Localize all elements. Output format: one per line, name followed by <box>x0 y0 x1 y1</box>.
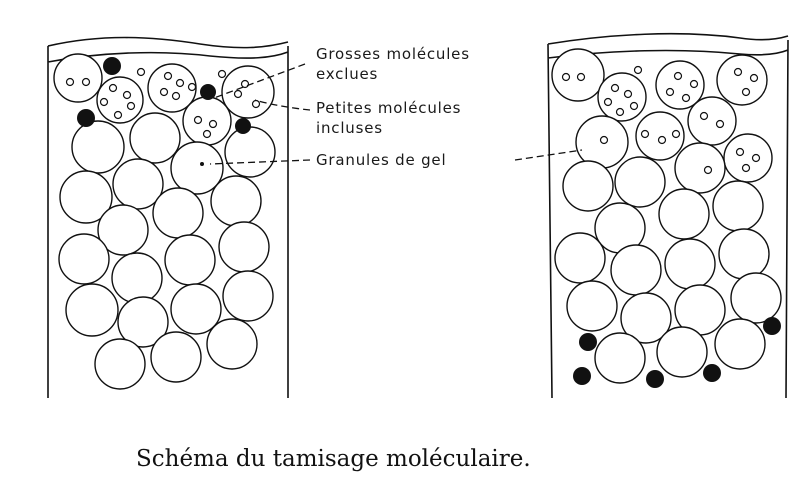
gel-bead <box>130 113 180 163</box>
small-molecule <box>705 167 712 174</box>
gel-bead <box>72 121 124 173</box>
small-molecule <box>204 131 211 138</box>
small-molecule <box>683 95 690 102</box>
gel-bead <box>563 161 613 211</box>
gel-bead <box>611 245 661 295</box>
large-molecule <box>200 84 216 100</box>
small-molecule <box>578 74 585 81</box>
label-large-molecules-line2: exclues <box>316 65 378 83</box>
gel-bead <box>665 239 715 289</box>
gel-bead <box>66 284 118 336</box>
small-molecule <box>124 92 131 99</box>
small-molecule <box>601 137 608 144</box>
small-molecule <box>563 74 570 81</box>
small-molecule <box>673 131 680 138</box>
small-molecule <box>165 73 172 80</box>
small-molecule <box>242 81 249 88</box>
gel-bead <box>54 54 102 102</box>
small-molecule <box>625 91 632 98</box>
small-molecule <box>691 81 698 88</box>
gel-bead <box>112 253 162 303</box>
bead-pore-dot <box>200 162 204 166</box>
gel-bead <box>555 233 605 283</box>
gel-bead <box>219 222 269 272</box>
small-molecule <box>753 155 760 162</box>
label-large-molecules-line1: Grosses molécules <box>316 45 470 63</box>
small-molecule <box>189 84 196 91</box>
gel-bead <box>567 281 617 331</box>
gel-bead <box>675 143 725 193</box>
small-molecule <box>675 73 682 80</box>
large-molecule <box>573 367 591 385</box>
large-molecule <box>703 364 721 382</box>
small-molecule <box>605 99 612 106</box>
small-molecule <box>253 101 260 108</box>
gel-bead <box>713 181 763 231</box>
small-molecule <box>717 121 724 128</box>
right-column <box>548 34 788 398</box>
small-molecule <box>128 103 135 110</box>
gel-bead <box>207 319 257 369</box>
label-gel-granules: Granules de gel <box>316 151 446 169</box>
gel-bead <box>717 55 767 105</box>
gel-bead <box>657 327 707 377</box>
gel-bead <box>715 319 765 369</box>
gel-bead <box>95 339 145 389</box>
large-molecule <box>103 57 121 75</box>
small-molecule <box>195 117 202 124</box>
small-molecule <box>642 131 649 138</box>
gel-bead <box>595 333 645 383</box>
label-small-molecules-line1: Petites molécules <box>316 99 461 117</box>
small-molecule <box>177 80 184 87</box>
gel-bead <box>59 234 109 284</box>
label-small-molecules-line2: incluses <box>316 119 383 137</box>
large-molecule <box>235 118 251 134</box>
gel-bead <box>223 271 273 321</box>
small-molecule <box>635 67 642 74</box>
small-molecule <box>110 85 117 92</box>
small-molecule <box>138 69 145 76</box>
small-molecule <box>743 89 750 96</box>
small-molecule <box>83 79 90 86</box>
gel-bead <box>165 235 215 285</box>
left-gel-beads <box>54 54 275 389</box>
gel-bead <box>724 134 772 182</box>
small-molecule <box>210 121 217 128</box>
gel-bead <box>615 157 665 207</box>
small-molecule <box>659 137 666 144</box>
gel-bead <box>688 97 736 145</box>
small-molecule <box>219 71 226 78</box>
large-molecule <box>646 370 664 388</box>
left-column <box>48 38 288 399</box>
small-molecule <box>235 91 242 98</box>
small-molecule <box>737 149 744 156</box>
gel-bead <box>719 229 769 279</box>
small-molecule <box>701 113 708 120</box>
small-molecule <box>667 89 674 96</box>
small-molecule <box>115 112 122 119</box>
large-molecule <box>77 109 95 127</box>
gel-bead <box>153 188 203 238</box>
diagram-caption: Schéma du tamisage moléculaire. <box>136 446 531 472</box>
small-molecule <box>161 89 168 96</box>
small-molecule <box>67 79 74 86</box>
small-molecule <box>101 99 108 106</box>
large-molecule <box>579 333 597 351</box>
small-molecule <box>617 109 624 116</box>
gel-bead <box>659 189 709 239</box>
small-molecule <box>751 75 758 82</box>
gel-bead <box>211 176 261 226</box>
small-molecule <box>612 85 619 92</box>
large-molecule <box>763 317 781 335</box>
gel-bead <box>225 127 275 177</box>
small-molecule <box>743 165 750 172</box>
right-gel-beads <box>552 49 781 383</box>
gel-bead <box>731 273 781 323</box>
small-molecule <box>173 93 180 100</box>
small-molecule <box>735 69 742 76</box>
gel-bead <box>151 332 201 382</box>
small-molecule <box>631 103 638 110</box>
